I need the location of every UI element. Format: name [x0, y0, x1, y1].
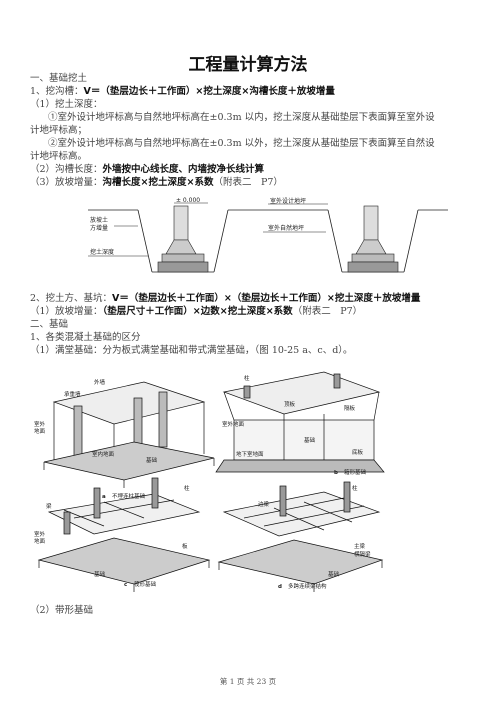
fig-d-base-label: 基础	[328, 570, 340, 578]
fig-c-base-label: 基础	[94, 570, 106, 578]
fig-d-caption-letter: d	[278, 584, 282, 590]
fig-d-main-label: 主梁	[354, 542, 366, 550]
fig-a-ground-label: 地面	[34, 427, 46, 435]
fig-c-slab-label: 板	[182, 542, 188, 550]
backfill-label-1: 放坡土	[90, 216, 108, 224]
raft-foundation-text: （1）满堂基础：分为板式满堂基础和带式满堂基础，（图 10-25 a、c、d）。	[30, 345, 353, 356]
fig-b-base-label: 基础	[304, 436, 316, 444]
fig-d-column-label: 柱	[352, 484, 358, 492]
section-heading-1: 一、基础挖土	[30, 73, 88, 84]
fig-a-caption-letter: a	[102, 494, 106, 500]
fig-b-column-label: 柱	[244, 374, 250, 382]
fig-b-partition-label: 隔板	[344, 404, 356, 412]
fig-b-caption: 箱形基础	[344, 468, 367, 476]
design-grade-label: 室外设计地坪	[270, 197, 306, 205]
depth-label: 挖土深度	[90, 248, 114, 256]
fig-c-beam-label: 梁	[46, 502, 52, 510]
depth-heading: （1）挖土深度：	[30, 99, 103, 110]
foundation-types-heading: 1、各类混凝土基础的区分	[30, 332, 141, 343]
fig-b-slab-label: 顶板	[284, 400, 296, 408]
slope-increment-label: （3）放坡增量：	[30, 177, 103, 188]
slope-increment-rule: （3）放坡增量：沟槽长度×挖土深度×系数（附表二 P7）	[30, 176, 283, 189]
pit-slope-rule: （1）放坡增量：（垫层尺寸＋工作面）×边数×挖土深度×系数（附表二 P7）	[30, 305, 362, 318]
fig-d-edge-label: 边梁	[258, 500, 270, 508]
depth-rule-1: ①室外设计地坪标高与自然地坪标高在±0.3m 以内，挖土深度从基础垫层下表面算至…	[48, 112, 435, 123]
depth-rule-2: ②室外设计地坪标高与自然地坪标高在±0.3m 以外，挖土深度从基础垫层下表面算至…	[48, 138, 435, 149]
pit-slope-label: （1）放坡增量：	[30, 306, 103, 317]
formula-pit-expr: V＝（垫层边长＋工作面）×（垫层边长＋工作面）×挖土深度＋放坡增量	[112, 293, 421, 304]
formula-trench: 1、挖沟槽：V＝（垫层边长＋工作面）×挖土深度×沟槽长度＋放坡增量	[30, 85, 335, 98]
depth-rule-1-cont: 计地坪标高；	[30, 125, 88, 136]
trench-length-rule: （2）沟槽长度：外墙按中心线长度、内墙按净长线计算	[30, 163, 264, 176]
page-footer: 第 1 页 共 23 页	[219, 677, 277, 686]
trench-length-text: 外墙按中心线长度、内墙按净长线计算	[102, 164, 265, 175]
depth-rule-2-cont: 计地坪标高。	[30, 151, 88, 162]
fig-c-ground-label: 地面	[34, 537, 46, 545]
trench-section-figure: ± 0.000 室外设计地坪 室外自然地坪 放坡土 方增量 挖土深度	[88, 197, 448, 273]
formula-trench-expr: V＝（垫层边长＋工作面）×挖土深度×沟槽长度＋放坡增量	[83, 86, 335, 97]
fig-a-bearing-label: 承重墙	[64, 390, 81, 398]
fig-b-outdoor-label: 室外地面	[222, 420, 245, 428]
fig-c-caption-letter: c	[124, 582, 127, 588]
foundation-types-figure: 外墙 承重墙 室外 地面 室内地面 基础 a 不埋连柱基础 柱 顶板 隔板 室外…	[34, 371, 385, 592]
section-heading-2: 二、基础	[30, 319, 69, 330]
fig-a-outdoor-label: 室外	[34, 420, 46, 428]
pit-slope-text: （垫层尺寸＋工作面）×边数×挖土深度×系数	[102, 306, 293, 317]
trench-length-label: （2）沟槽长度：	[30, 164, 103, 175]
strip-foundation-heading: （2）带形基础	[30, 605, 94, 616]
slope-increment-ref: （附表二 P7）	[213, 177, 283, 188]
formula-trench-label: 1、挖沟槽：	[30, 86, 84, 97]
fig-d-secondary-label: 横隔梁	[354, 550, 371, 558]
elevation-label: ± 0.000	[176, 197, 200, 204]
fig-a-wall-label: 外墙	[94, 378, 106, 386]
fig-b-bottom-label: 底板	[352, 448, 364, 456]
fig-a-indoor-label: 室内地面	[92, 450, 115, 458]
fig-a-base-label: 基础	[146, 456, 158, 464]
fig-d-caption: 多跨连续梁结构	[288, 582, 327, 590]
formula-pit: 2、挖土方、基坑：V＝（垫层边长＋工作面）×（垫层边长＋工作面）×挖土深度＋放坡…	[30, 292, 420, 305]
fig-a-caption: 不埋连柱基础	[112, 492, 146, 500]
natural-grade-label: 室外自然地坪	[268, 224, 304, 232]
page-title: 工程量计算方法	[188, 55, 308, 75]
fig-c-outdoor-label: 室外	[34, 530, 46, 538]
slope-increment-text: 沟槽长度×挖土深度×系数	[102, 177, 214, 188]
fig-c-column-label: 柱	[184, 484, 190, 492]
fig-b-caption-letter: b	[334, 470, 338, 476]
pit-slope-ref: （附表二 P7）	[292, 306, 363, 317]
fig-c-caption: 筏形基础	[134, 580, 157, 588]
fig-b-basement-label: 地下室地面	[236, 450, 264, 458]
backfill-label-2: 方增量	[90, 224, 108, 232]
formula-pit-label: 2、挖土方、基坑：	[30, 293, 113, 304]
